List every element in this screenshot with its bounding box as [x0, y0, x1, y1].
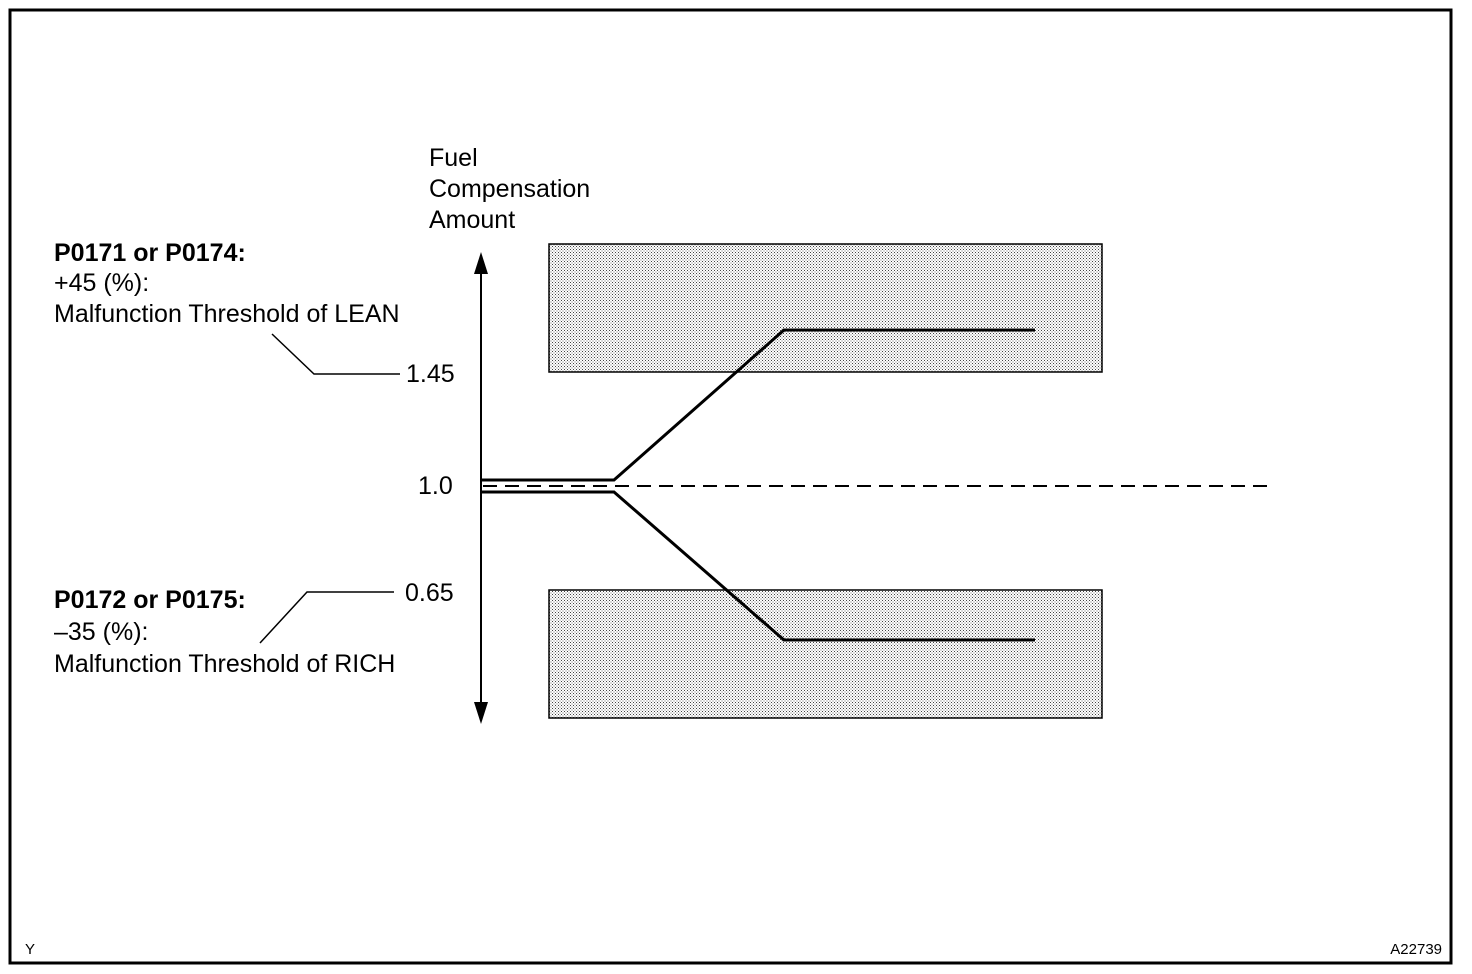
rich-malfunction-zone [548, 589, 1103, 719]
lean-compensation-trace [481, 328, 1035, 482]
corner-mark: Y [25, 941, 35, 958]
axis-arrow-up-icon [474, 252, 488, 274]
axis-label-line-3: Amount [429, 206, 515, 234]
figure-id: A22739 [1390, 941, 1442, 958]
axis-label-line-2: Compensation [429, 175, 590, 203]
lean-percent: +45 (%): [54, 269, 149, 297]
axis-label-line-1: Fuel [429, 144, 478, 172]
rich-percent: –35 (%): [54, 618, 148, 646]
rich-compensation-trace [481, 490, 1035, 642]
lean-description: Malfunction Threshold of LEAN [54, 300, 400, 328]
lean-malfunction-zone [548, 243, 1103, 373]
axis-arrow-down-icon [474, 702, 488, 724]
lean-dtc-codes: P0171 or P0174: [54, 239, 246, 267]
center-value: 1.0 [418, 472, 453, 500]
rich-description: Malfunction Threshold of RICH [54, 650, 395, 678]
rich-threshold-value: 0.65 [405, 579, 454, 607]
lean-threshold-value: 1.45 [406, 360, 455, 388]
rich-dtc-codes: P0172 or P0175: [54, 586, 246, 614]
rich-leader-line [259, 591, 394, 644]
lean-leader-line [271, 333, 400, 375]
